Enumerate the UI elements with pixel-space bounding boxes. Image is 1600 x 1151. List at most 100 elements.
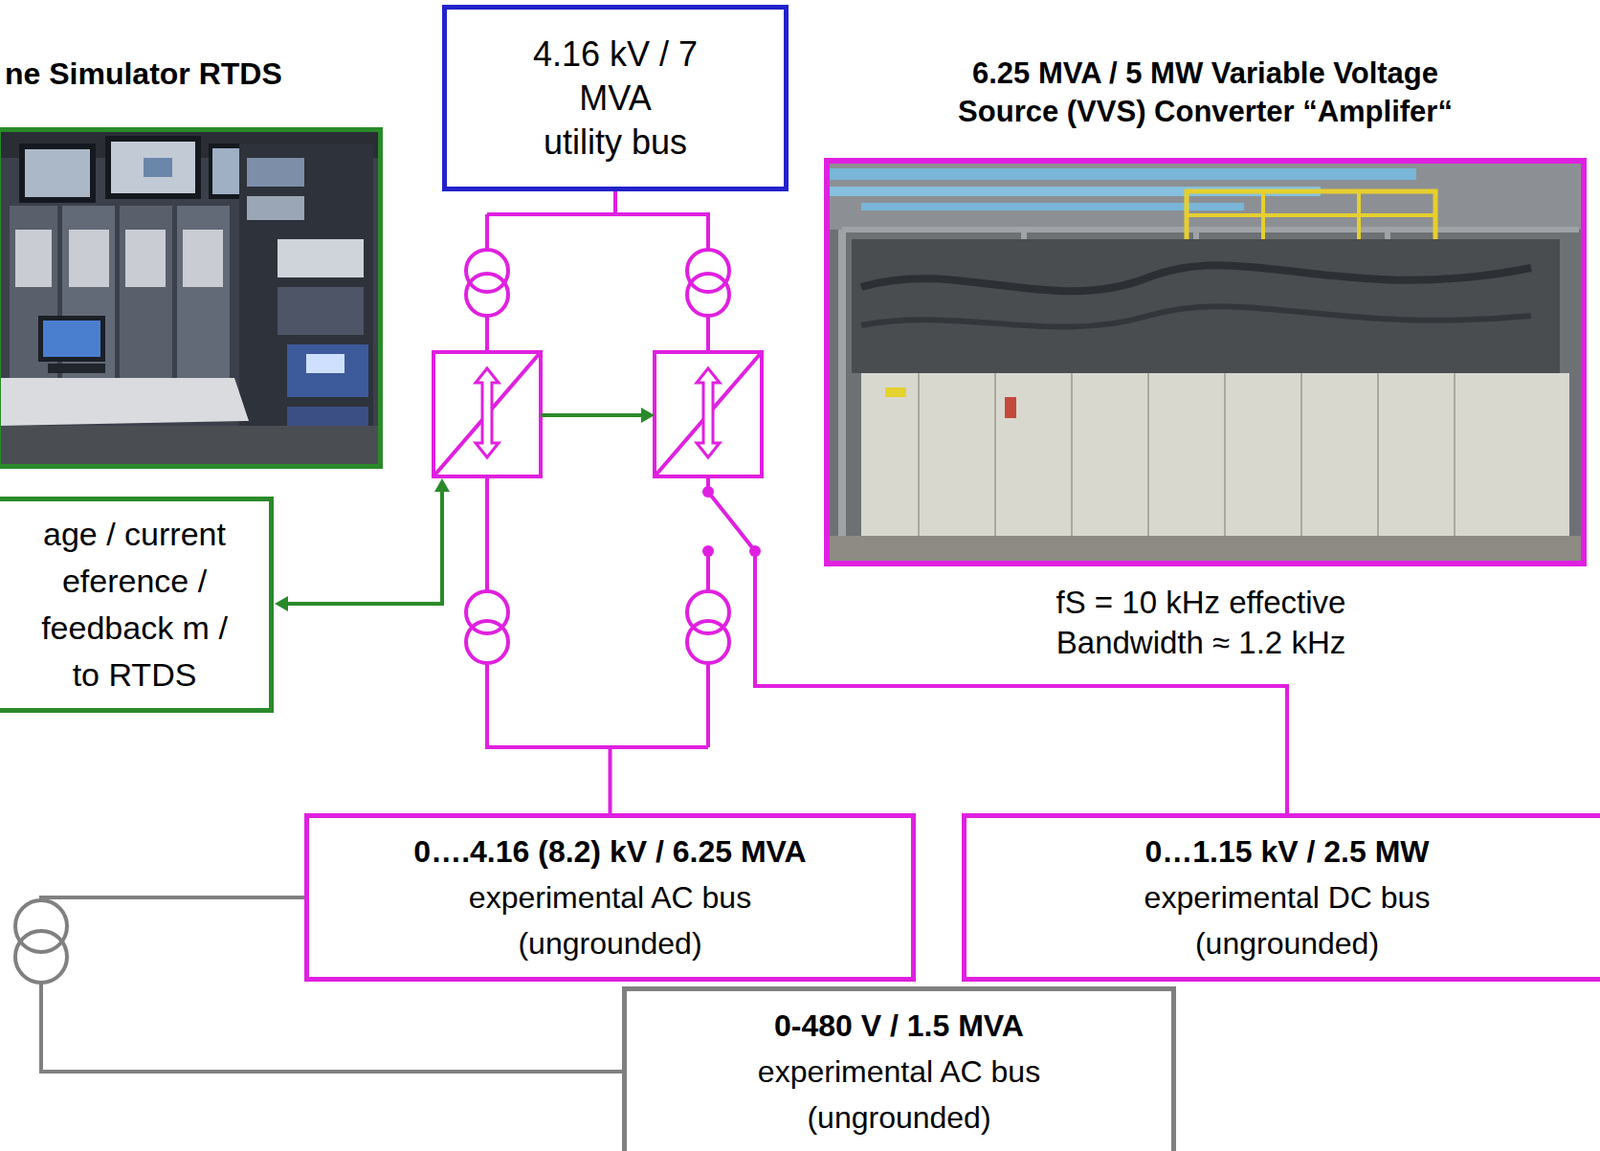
transformer-symbols-part <box>687 249 730 292</box>
transformer-symbols-part <box>466 249 509 292</box>
rtds-photo-part <box>277 287 364 335</box>
photo-heading: 6.25 MVA / 5 MW Variable Voltage Source … <box>937 54 1474 132</box>
transformer-symbols-part <box>687 621 730 664</box>
rtds-photo-part <box>125 229 166 288</box>
utility-bus-box: 4.16 kV / 7 MVAutility bus <box>442 4 789 192</box>
converter-photo-part <box>1356 191 1361 240</box>
converter-symbols <box>433 352 762 477</box>
converter-photo-part <box>1186 213 1436 218</box>
converter-symbols-part <box>433 352 541 477</box>
converter-photo-part <box>861 373 1570 536</box>
transformer-symbols-part <box>15 931 67 983</box>
rtds-photo-part <box>43 320 101 357</box>
signal-arrows-part <box>540 413 644 418</box>
converter-photo-part <box>1453 373 1456 536</box>
rtds-photo-part <box>143 157 173 178</box>
rtds-photo-part <box>0 129 381 467</box>
bus-box: 0-480 V / 1.5 MVAexperimental AC bus (un… <box>622 986 1177 1151</box>
converter-photo <box>828 162 1582 562</box>
rtds-photo-part <box>47 363 106 374</box>
photo-heading: ne Simulator RTDS <box>4 55 283 92</box>
converter-photo-part <box>828 162 1582 230</box>
bus-box: 0…1.15 kV / 2.5 MWexperimental DC bus (u… <box>961 813 1600 982</box>
converter-photo-part <box>861 265 1532 291</box>
rtds-photo-part <box>246 196 305 221</box>
wire-connector <box>487 191 709 814</box>
rtds-photo-part <box>111 141 196 194</box>
transformer-symbols-part <box>466 621 509 664</box>
rtds-photo-part <box>15 229 52 288</box>
signal-arrows <box>274 407 655 612</box>
rtds-photo-part <box>38 315 106 362</box>
annotation: Bandwidth ≈ 1.2 kHz <box>995 623 1407 663</box>
transformer-symbols-part <box>687 273 730 316</box>
photo-frame: 6.25 MVA / 5 MW Variable Voltage Source … <box>823 157 1587 567</box>
converter-symbols-part <box>433 352 541 477</box>
converter-photo-part <box>828 535 1582 562</box>
signal-arrows-part <box>274 596 289 612</box>
rtds-photo-part <box>306 354 345 374</box>
converter-photo-part <box>1147 373 1150 536</box>
bus-name: experimental AC bus (ungrounded) <box>736 1048 1063 1141</box>
signal-arrows-part <box>285 489 443 604</box>
converter-photo-part <box>1223 373 1226 536</box>
switch-contacts-part <box>702 486 714 498</box>
converter-photo-part <box>851 239 1560 374</box>
transformer-symbols-part <box>15 900 67 953</box>
bus-box: 0….4.16 (8.2) kV / 6.25 MVAexperimental … <box>304 813 916 982</box>
bus-name: experimental AC bus (ungrounded) <box>447 874 774 967</box>
rtds-photo-part <box>277 239 364 278</box>
signal-box: age / current eference / feedback m / to… <box>0 496 274 713</box>
bus-name: experimental DC bus (ungrounded) <box>1124 874 1450 967</box>
converter-photo-part <box>885 387 907 398</box>
switch-contacts-part <box>749 545 761 557</box>
converter-photo-part <box>861 306 1532 327</box>
transformer-symbols-part <box>687 273 730 316</box>
bus-rating: 0…1.15 kV / 2.5 MW <box>1144 828 1429 875</box>
rtds-photo <box>0 129 381 467</box>
transformer-symbols-part <box>466 273 509 316</box>
converter-photo-part <box>1186 191 1436 240</box>
rtds-photo-part <box>19 143 96 203</box>
rtds-photo-part <box>177 205 230 378</box>
converter-photo-part <box>828 168 1417 180</box>
bus-name: utility bus <box>543 120 688 165</box>
switch-contacts <box>702 486 761 557</box>
converter-photo-part <box>1377 373 1379 536</box>
rtds-photo-part <box>68 229 110 288</box>
converter-photo-part <box>1300 373 1303 536</box>
transformer-symbols-part <box>466 273 509 316</box>
rtds-photo-part <box>119 205 173 378</box>
converter-photo-part <box>1261 191 1266 240</box>
converter-photo-part <box>828 162 1582 562</box>
signal-arrows-part <box>641 407 655 423</box>
transformer-symbols-part <box>687 621 730 664</box>
converter-symbols-part <box>654 352 762 477</box>
rtds-photo-part <box>0 425 381 467</box>
photo-frame: ne Simulator RTDS <box>0 127 383 469</box>
converter-symbols-part <box>696 368 720 458</box>
converter-photo-part <box>994 373 997 536</box>
bus-rating: 0-480 V / 1.5 MVA <box>774 1002 1024 1049</box>
rtds-photo-part <box>246 157 305 187</box>
transformer-symbols-part <box>15 931 67 983</box>
rtds-photo-part <box>182 229 223 288</box>
converter-symbols-part <box>654 352 762 477</box>
rtds-photo-part <box>0 377 249 426</box>
bus-rating: 4.16 kV / 7 MVA <box>514 32 716 121</box>
bus-rating: 0….4.16 (8.2) kV / 6.25 MVA <box>413 828 806 875</box>
box-text: age / current eference / feedback m / to… <box>31 511 238 699</box>
rtds-photo-part <box>287 344 369 398</box>
converter-photo-part <box>842 226 1579 233</box>
converter-photo-part <box>1070 373 1073 536</box>
rtds-photo-part <box>24 149 90 198</box>
transformer-symbols-part <box>466 621 509 664</box>
rtds-photo-part <box>239 143 374 460</box>
converter-photo-part <box>838 229 846 536</box>
converter-photo-part <box>1004 397 1017 419</box>
annotation: fS = 10 kHz effective <box>995 583 1407 623</box>
switch-contacts-part <box>702 545 714 557</box>
rtds-photo-part <box>105 135 201 200</box>
signal-arrows-part <box>434 478 450 492</box>
converter-photo-part <box>917 373 920 536</box>
